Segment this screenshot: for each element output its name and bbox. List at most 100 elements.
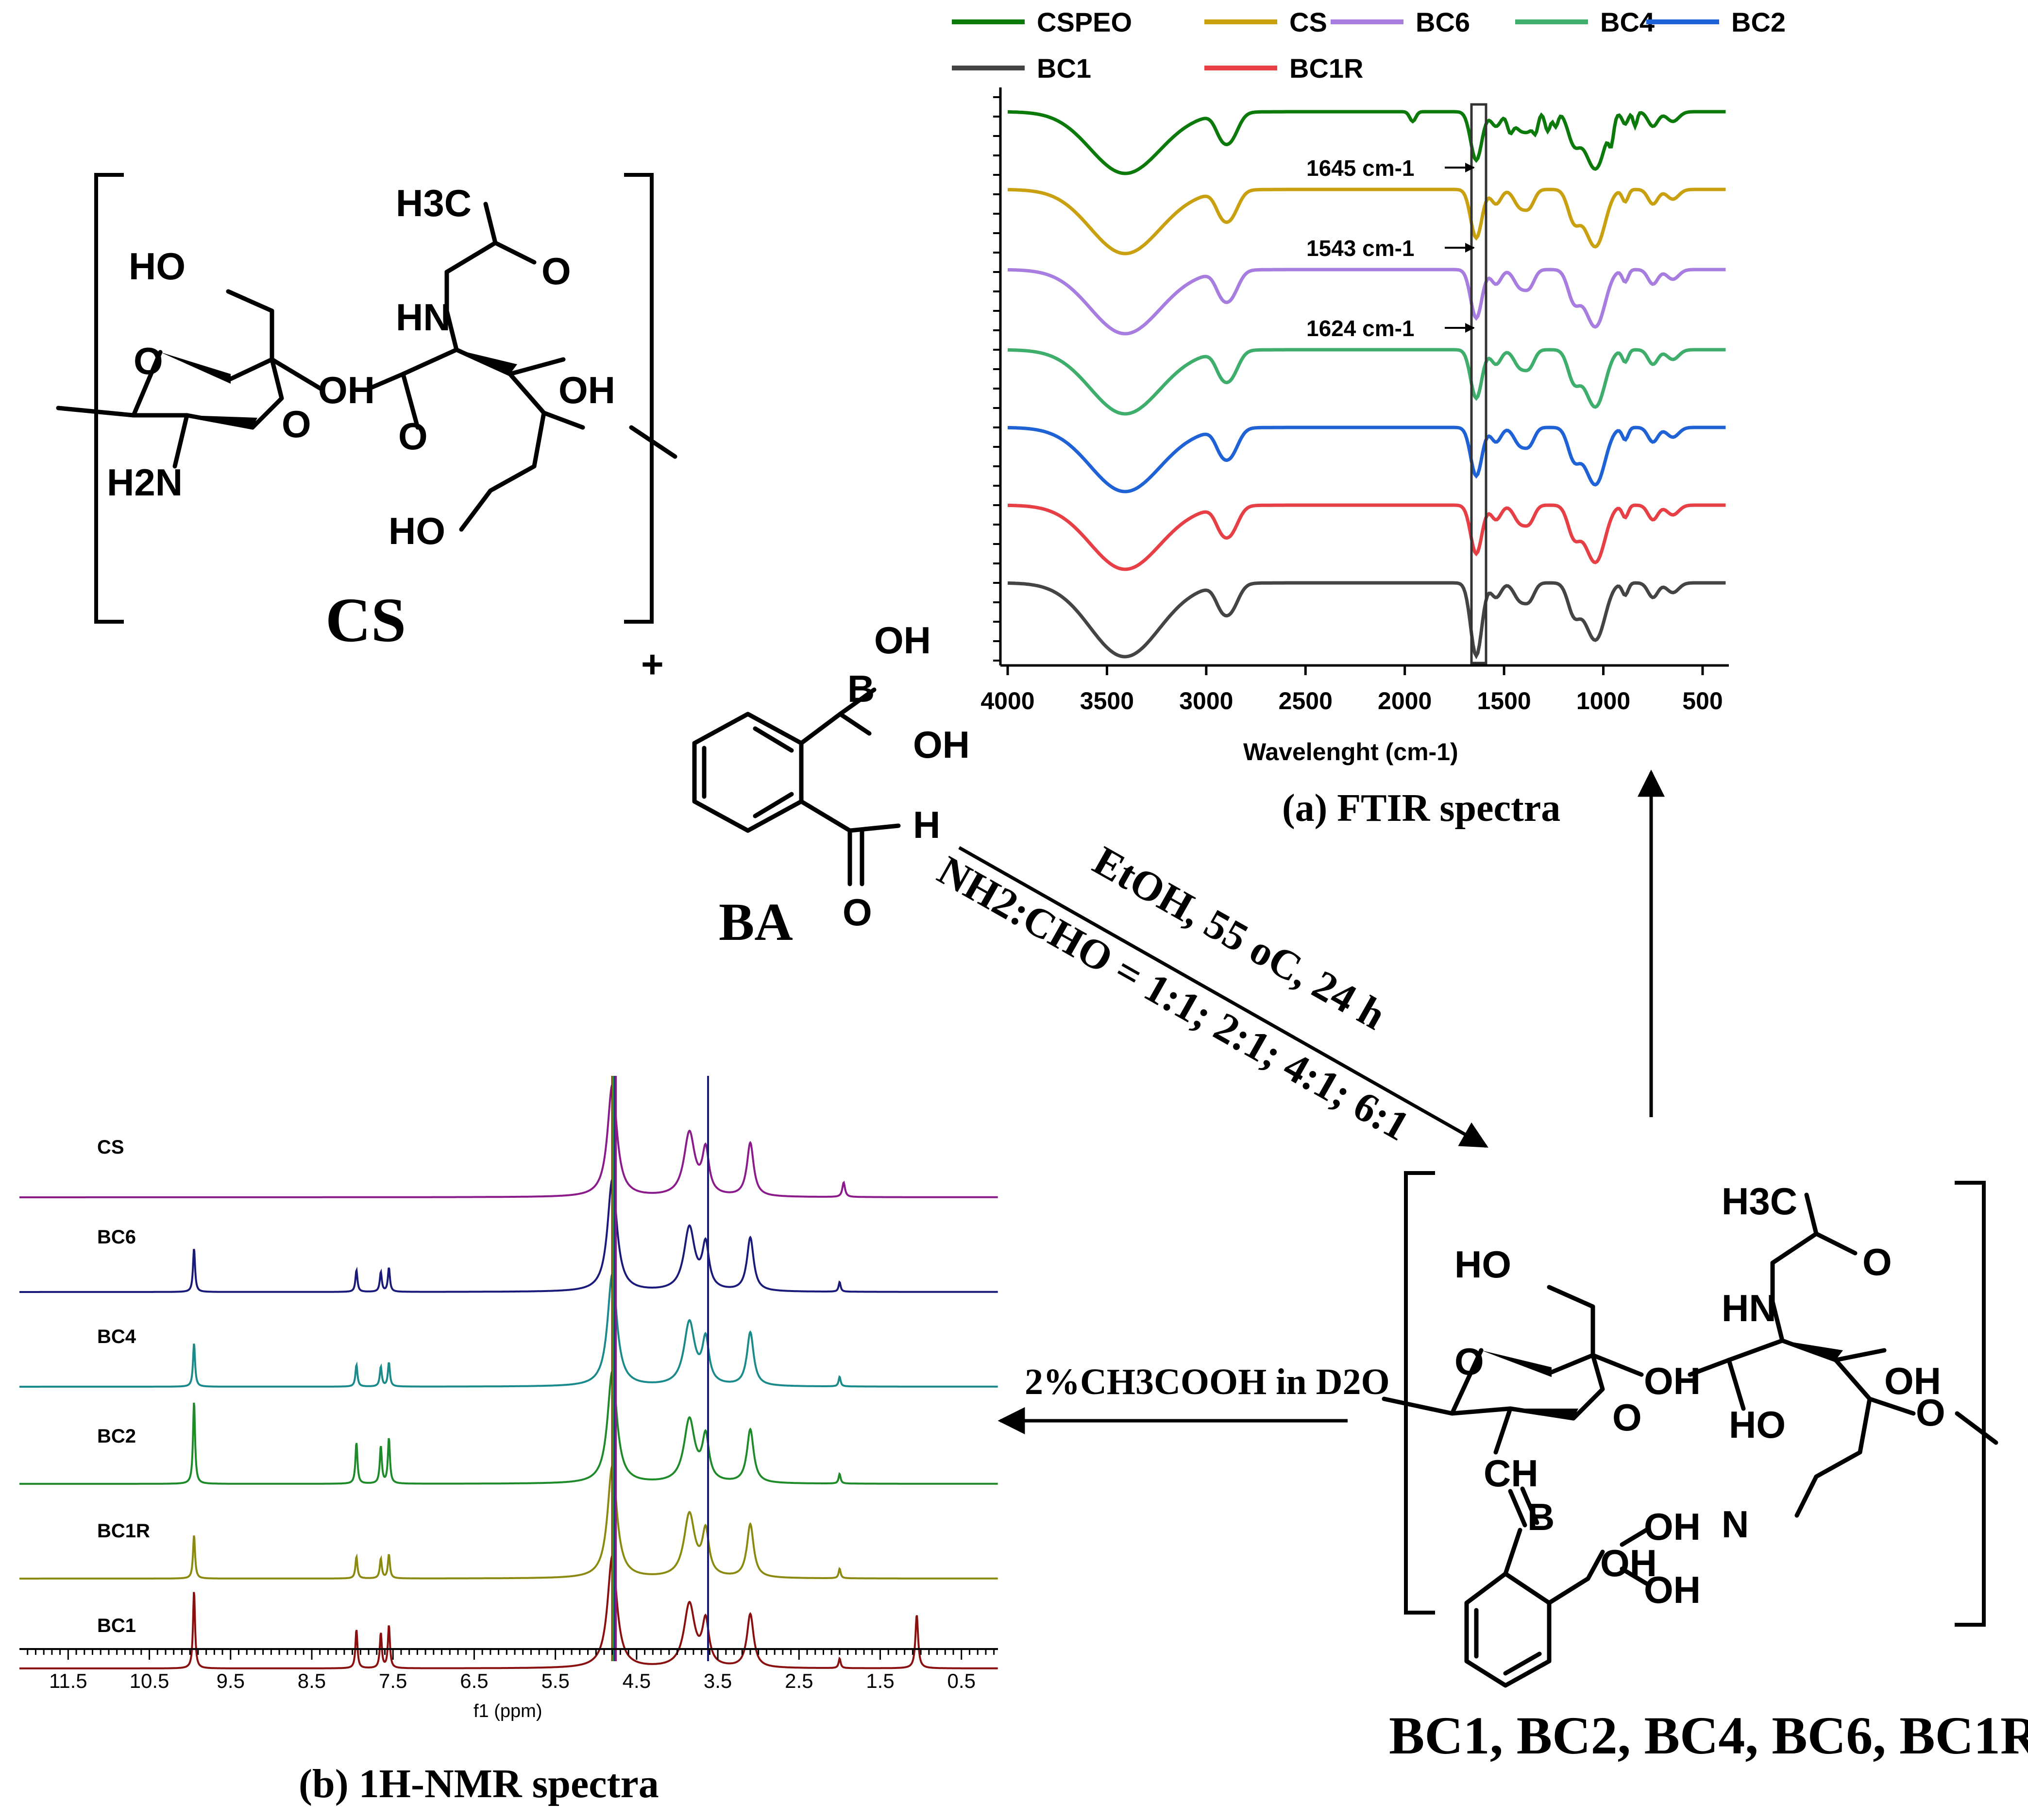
- imine-ch-label: B: [1527, 1496, 1555, 1538]
- imine-n-label: CH: [1484, 1452, 1538, 1495]
- ftir-trace-bc1: [1007, 581, 1726, 660]
- ho-label: N: [1722, 1503, 1749, 1546]
- ring-o-label: HO: [1729, 1403, 1786, 1446]
- nmr-x-tick-label: 4.5: [623, 1669, 651, 1692]
- nmr-label-bc1r: BC1R: [97, 1520, 150, 1542]
- ho-label: HO: [129, 245, 186, 288]
- ftir-x-tick-label: 2000: [1378, 687, 1432, 714]
- ba-name-label: BA: [719, 892, 793, 952]
- ba-structure: OH B OH H O BA: [692, 619, 970, 952]
- ftir-trace-bc1r: [1007, 503, 1726, 571]
- hn-label: HN: [396, 296, 451, 339]
- boron-label: B: [847, 667, 875, 710]
- linkage-o-label: O: [1916, 1391, 1945, 1434]
- annotation-1645: 1645 cm-1: [1306, 155, 1415, 181]
- nmr-label-bc6: BC6: [97, 1226, 136, 1248]
- annotation-1624: 1624 cm-1: [1306, 316, 1415, 341]
- ftir-x-tick-label: 500: [1682, 687, 1723, 714]
- nmr-label-bc1: BC1: [97, 1615, 136, 1636]
- ftir-x-tick-label: 1500: [1477, 687, 1531, 714]
- nmr-x-tick-label: 7.5: [379, 1669, 407, 1692]
- ftir-trace-cs: [1007, 187, 1726, 255]
- nmr-x-tick-label: 2.5: [785, 1669, 813, 1692]
- ring-o-label: O: [398, 415, 428, 458]
- oh-label: O: [1612, 1396, 1642, 1439]
- left-bracket: [1404, 1171, 1435, 1615]
- nmr-x-axis-label: f1 (ppm): [473, 1701, 542, 1721]
- legend-label-cspeo: CSPEO: [1037, 7, 1132, 37]
- right-bracket: [1955, 1181, 1986, 1627]
- aldehyde-o-label: O: [843, 891, 872, 934]
- ftir-x-ticks: 4000 3500 3000 2500 2000 1500 1000 500: [980, 665, 1723, 714]
- nmr-x-tick-label: 5.5: [541, 1669, 569, 1692]
- h2n-label: H2N: [107, 461, 183, 504]
- nmr-x-tick-label: 0.5: [947, 1669, 976, 1692]
- nmr-label-bc4: BC4: [97, 1326, 136, 1347]
- ftir-caption: (a) FTIR spectra: [1282, 787, 1560, 830]
- carbonyl-o-label: O: [541, 250, 571, 292]
- glycosidic-o-label: OH: [1644, 1360, 1701, 1402]
- oh-label: OH: [874, 619, 931, 662]
- oh-label: OH: [1884, 1360, 1941, 1402]
- product-structure: H3C HO O HN O OH OH O O HO N CH B OH OH …: [1382, 1171, 2028, 1765]
- aldehyde-h-label: H: [913, 803, 940, 846]
- nmr-x-tick-label: 11.5: [49, 1669, 87, 1692]
- annotation-1543: 1543 cm-1: [1306, 236, 1415, 261]
- cs-name-label: CS: [325, 585, 406, 655]
- legend-label-bc4: BC4: [1600, 7, 1655, 37]
- ftir-x-axis-label: Wavelenght (cm-1): [1243, 738, 1458, 765]
- nmr-traces: [19, 1076, 998, 1669]
- legend-label-bc2: BC2: [1731, 7, 1786, 37]
- boron-label: OH: [1600, 1542, 1657, 1584]
- nmr-x-tick-label: 10.5: [130, 1669, 169, 1692]
- highlight-band: [1470, 103, 1487, 664]
- ho-label: HO: [1454, 1243, 1511, 1286]
- ftir-x-tick-label: 2500: [1279, 687, 1333, 714]
- ftir-x-tick-label: 4000: [980, 687, 1034, 714]
- h3c-label: H3C: [396, 182, 472, 224]
- nmr-trace-cs: [19, 1084, 998, 1198]
- chitosan-structure: H3C HO O HN O OH OH O H2N O HO CS: [56, 173, 677, 655]
- glycosidic-o-label: OH: [318, 369, 375, 411]
- oh-label: OH: [1644, 1568, 1701, 1611]
- ho-label: HO: [389, 510, 445, 552]
- nmr-x-tick-label: 1.5: [866, 1669, 894, 1692]
- nmr-x-tick-label: 3.5: [704, 1669, 732, 1692]
- carbonyl-o-label: O: [1862, 1241, 1892, 1283]
- ftir-x-tick-label: 1000: [1576, 687, 1630, 714]
- nmr-trace-bc2: [19, 1370, 998, 1485]
- legend-label-cs: CS: [1289, 7, 1327, 37]
- oh-label: OH: [913, 723, 970, 766]
- right-bracket: [624, 173, 654, 624]
- ring-o-label: O: [1454, 1340, 1484, 1383]
- nmr-caption: (b) 1H-NMR spectra: [299, 1761, 659, 1806]
- legend-label-bc1: BC1: [1037, 53, 1091, 84]
- oh-label: O: [282, 403, 311, 445]
- nmr-trace-bc6: [19, 1178, 998, 1293]
- oh-label: OH: [558, 369, 615, 411]
- ftir-trace-bc2: [1007, 425, 1726, 493]
- ftir-traces: [1007, 110, 1726, 660]
- nmr-trace-bc1r: [19, 1465, 998, 1580]
- nmr-condition-label: 2%CH3COOH in D2O: [1025, 1361, 1390, 1402]
- ftir-x-tick-label: 3500: [1080, 687, 1134, 714]
- nmr-x-tick-label: 9.5: [217, 1669, 245, 1692]
- h3c-label: H3C: [1722, 1180, 1797, 1223]
- ftir-x-tick-label: 3000: [1179, 687, 1233, 714]
- nmr-trace-bc4: [19, 1273, 998, 1388]
- oh-label: OH: [1644, 1505, 1701, 1548]
- ftir-trace-bc4: [1007, 348, 1726, 416]
- product-name-label: BC1, BC2, BC4, BC6, BC1R: [1389, 1706, 2028, 1765]
- legend-label-bc1r: BC1R: [1289, 53, 1363, 84]
- ftir-y-ticks: [993, 96, 1000, 662]
- nmr-x-tick-label: 8.5: [298, 1669, 326, 1692]
- ftir-trace-bc6: [1007, 268, 1726, 336]
- hn-label: HN: [1722, 1287, 1776, 1329]
- nmr-label-cs: CS: [97, 1137, 124, 1158]
- left-bracket: [94, 173, 124, 624]
- plus-sign: +: [641, 643, 664, 686]
